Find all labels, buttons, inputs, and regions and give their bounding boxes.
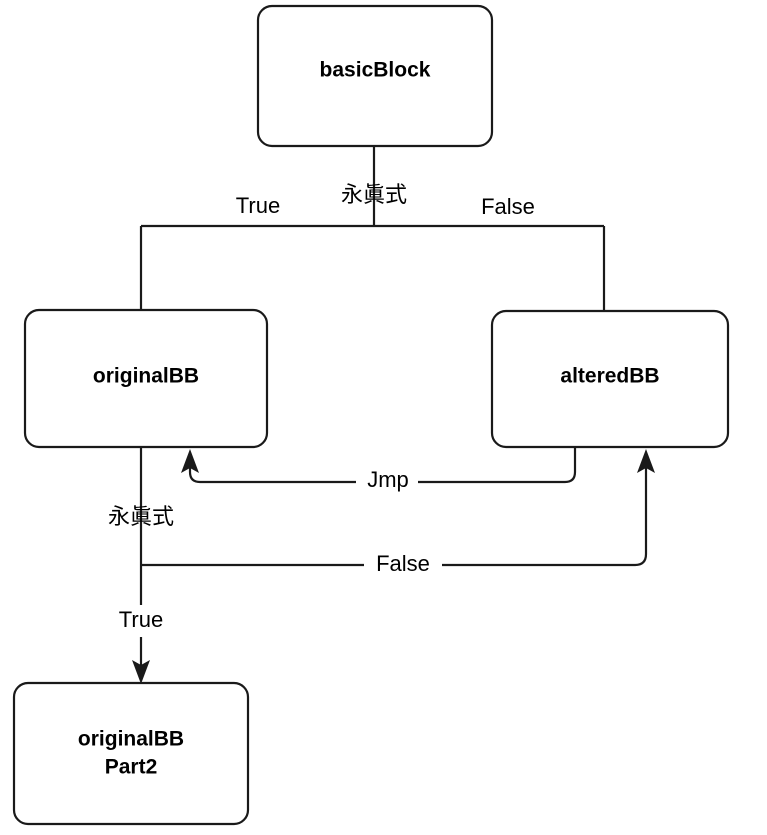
edge-label-group: True False 永眞式 Jmp 永眞式 False True	[106, 183, 546, 637]
node-originalbb-part2-label-line1: originalBB	[78, 728, 184, 751]
node-originalbb-part2-label-line2: Part2	[105, 756, 158, 779]
label-backdrop-jmp	[356, 465, 418, 495]
node-originalbb-label: originalBB	[93, 365, 199, 388]
arrowhead-jmp-to-originalbb	[181, 449, 199, 473]
arrowhead-true-to-part2	[132, 660, 150, 684]
edge-label-tautology-basicblock: 永眞式	[341, 183, 407, 208]
node-alteredbb[interactable]: alteredBB	[490, 309, 730, 449]
edge-label-false-basic-to-altered: False	[481, 194, 535, 219]
arrowhead-false-to-alteredbb	[637, 449, 655, 473]
edge-label-true-original-to-part2: True	[119, 607, 163, 632]
label-backdrop-true-top	[222, 189, 294, 221]
node-originalbb-part2-rect[interactable]	[12, 681, 250, 826]
node-alteredbb-rect[interactable]	[490, 309, 730, 449]
edge-label-tautology-originalbb: 永眞式	[108, 505, 174, 530]
edge-basicblock-split	[139, 146, 606, 311]
label-backdrop-false-bottom	[364, 549, 442, 581]
node-originalbb[interactable]: originalBB	[23, 308, 269, 449]
edge-originalbb-true-to-part2	[132, 660, 150, 684]
node-basicblock[interactable]: basicBlock	[256, 4, 494, 148]
label-backdrop-true-bottom	[106, 605, 178, 637]
node-alteredbb-label: alteredBB	[560, 365, 659, 388]
node-originalbb-rect[interactable]	[23, 308, 269, 449]
edge-label-false-original-to-altered: False	[376, 551, 430, 576]
edge-label-true-basic-to-original: True	[236, 193, 280, 218]
node-originalbb-part2[interactable]: originalBB Part2	[12, 681, 250, 826]
edge-originalbb-false-to-alteredbb	[141, 449, 655, 567]
edge-segment-false-path	[141, 462, 648, 567]
edge-label-jmp: Jmp	[367, 467, 409, 492]
node-basicblock-rect[interactable]	[256, 4, 494, 148]
node-basicblock-label: basicBlock	[320, 59, 431, 82]
label-backdrop-false-top	[468, 192, 546, 224]
